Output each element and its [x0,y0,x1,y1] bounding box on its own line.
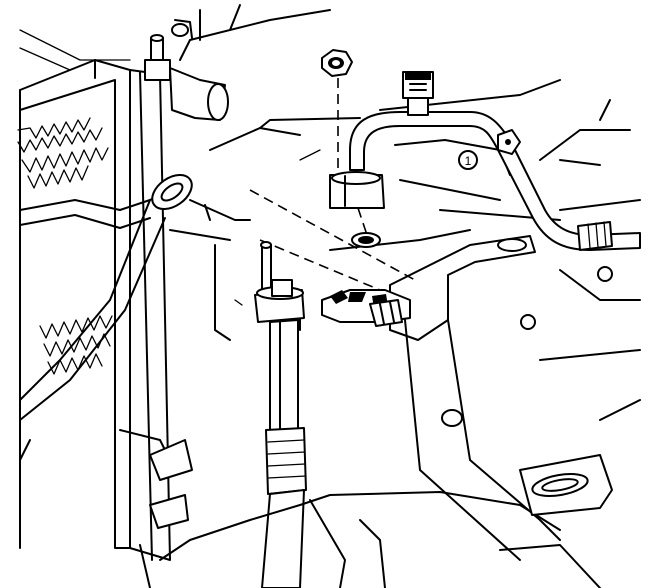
washer-icon [351,232,381,248]
radiator-stud [144,19,229,121]
callout-marker: 1 [458,150,478,170]
alignment-line-lower [357,207,369,239]
mounting-bracket-icon [389,235,561,561]
lower-ac-line [254,241,307,588]
line-block-clamp [329,171,385,209]
callout-number: 1 [465,154,472,168]
radiator-assembly [17,59,193,561]
lower-body-panels [139,454,613,588]
pipe-fitting-icon [402,71,434,116]
line-clip-icon [321,289,411,327]
hex-nut-icon [321,49,353,77]
upper-ac-line [349,71,641,251]
stud-guide-line [259,239,381,291]
